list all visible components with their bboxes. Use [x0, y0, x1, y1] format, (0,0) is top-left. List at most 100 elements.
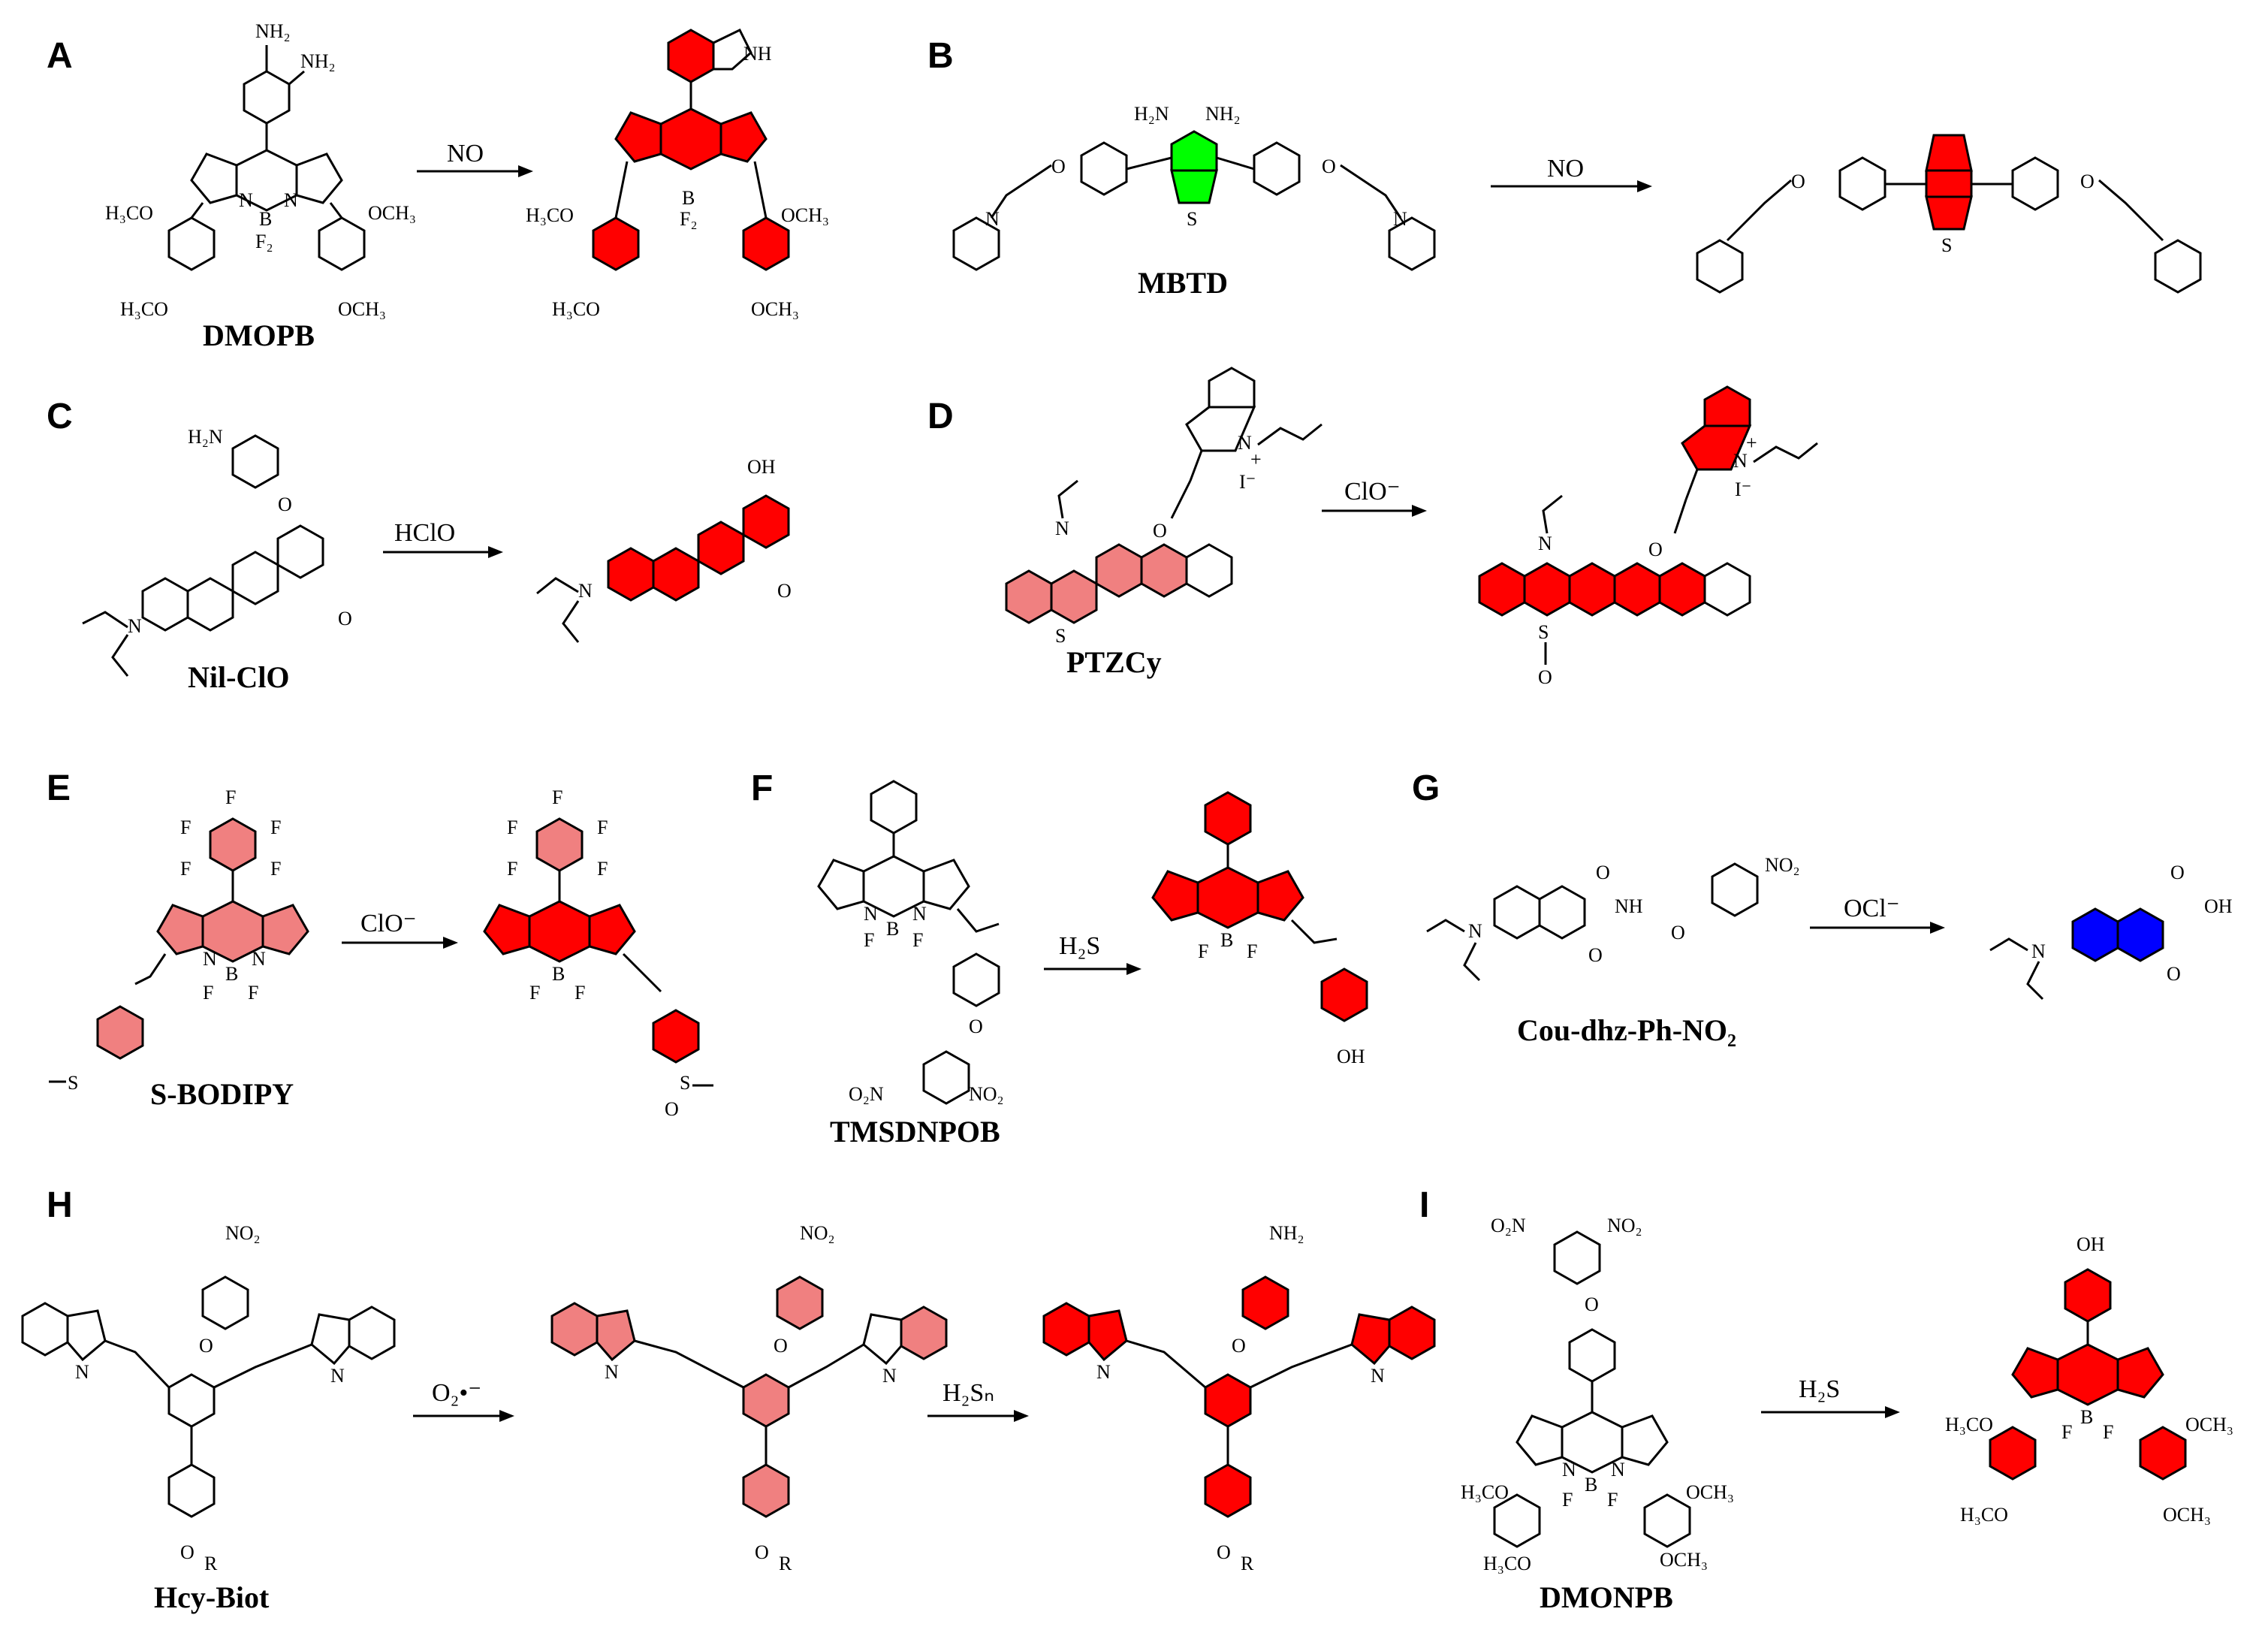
- reagent-label-c: HClO: [394, 519, 455, 547]
- panel-d: D N + I⁻ N O S PTZCy ClO⁻ N: [927, 367, 1818, 688]
- panel-letter-e: E: [47, 768, 71, 808]
- f-label: F: [529, 982, 540, 1004]
- no2-label: NO₂: [1607, 1215, 1642, 1236]
- pyrrole-right: [295, 152, 343, 204]
- arrowhead: [1930, 922, 1945, 934]
- panel-a: A NH₂ NH₂ N N B F₂ H₃CO H₃CO OCH₃ OCH₃ D…: [47, 20, 829, 352]
- phenothiazine-ring-1: [1005, 569, 1053, 624]
- o-label: O: [338, 608, 352, 629]
- och3-label: OCH₃: [1686, 1481, 1734, 1503]
- och3-label: OCH₃: [751, 298, 799, 320]
- s-label: S: [68, 1072, 78, 1094]
- phenyl-left: [1838, 156, 1886, 211]
- phenyl-right: [1253, 141, 1301, 196]
- panel-c: C H₂N O O N Nil-ClO HClO OH O N: [47, 397, 792, 694]
- f-label: F: [1562, 1489, 1573, 1511]
- f-label: F: [597, 817, 608, 838]
- tmsdnpob-product-structure: B F F OH: [1151, 791, 1368, 1067]
- n-label: N: [2031, 940, 2046, 962]
- nh2-label: NH₂: [300, 50, 336, 72]
- f-label: F: [180, 817, 191, 838]
- phenol-ether-ring: [167, 1463, 216, 1518]
- diaminophenyl-ring: [243, 70, 291, 125]
- oxazine-ring: [652, 547, 700, 602]
- s-bodipy-product-structure: F F F F F B F F S O: [483, 786, 713, 1120]
- triazole-ring: [1925, 134, 1973, 172]
- n-label: N: [239, 189, 253, 211]
- reagent-label-i: H₂S: [1799, 1375, 1840, 1403]
- phenoxy-ring: [1568, 1328, 1616, 1383]
- aminophenyl-ring: [1241, 1275, 1289, 1330]
- reagent-label-h2: H₂Sₙ: [942, 1379, 994, 1407]
- pyrrole-right: [922, 859, 970, 910]
- aminophenyl-ring: [231, 434, 279, 489]
- morpholine-right: [2154, 239, 2202, 294]
- o-label: O: [1791, 171, 1805, 192]
- nh2-label: NH₂: [1205, 103, 1241, 125]
- no2-label: NO₂: [800, 1222, 835, 1244]
- coumarin-benzo-ring: [1493, 885, 1541, 940]
- phenol-ring: [1320, 967, 1368, 1022]
- s-label: S: [1941, 234, 1952, 256]
- f-label: F: [2103, 1421, 2113, 1443]
- indoline-right-benzo: [348, 1306, 396, 1360]
- indoline-left-pyrrole: [66, 1309, 107, 1362]
- panel-f: F N N B F F O O₂N NO₂ TMSDNPOB H₂S: [751, 768, 1368, 1149]
- hcy-biot-structure: NO₂ O N N O R: [21, 1222, 396, 1574]
- naphtho-ring-mid: [231, 551, 279, 605]
- panel-letter-b: B: [927, 36, 954, 76]
- n-label: N: [864, 903, 878, 925]
- pyrrole-right: [1621, 1414, 1669, 1466]
- compound-name-tmsdnpob: TMSDNPOB: [830, 1115, 1000, 1149]
- n-label: N: [1371, 1365, 1385, 1387]
- o-label: O: [969, 1016, 983, 1037]
- phenol-ring: [2064, 1268, 2112, 1323]
- r-label: R: [204, 1553, 218, 1574]
- o-label: O: [1538, 666, 1552, 688]
- benzo-ring-left: [607, 547, 655, 602]
- indole-pyrrole-ring: [1185, 406, 1256, 452]
- panel-i: I O₂N NO₂ O N N B F F H₃CO H₃CO OCH₃ OCH…: [1419, 1185, 2233, 1614]
- n-label: N: [1055, 518, 1069, 539]
- ptzcy-product-structure: N + I⁻ N O S O: [1478, 385, 1818, 688]
- dimethoxyphenyl-right: [2139, 1426, 2187, 1481]
- dimethoxyphenyl-right: [318, 216, 366, 271]
- sulfoxide-phenyl-ring: [652, 1009, 700, 1064]
- n-label: N: [985, 208, 1000, 230]
- n-label: N: [203, 948, 217, 970]
- pyrrole-right: [1256, 870, 1304, 922]
- cyclohexene-ring: [742, 1373, 790, 1428]
- indoline-right-pyrrole: [862, 1313, 903, 1366]
- reagent-label-h1: O₂•⁻: [432, 1379, 481, 1407]
- cyclohexene-ring: [1703, 562, 1751, 617]
- morpholine-right: [1388, 216, 1436, 271]
- naphtho-ring-top: [276, 524, 324, 579]
- f-label: F: [270, 817, 281, 838]
- dimethoxyphenyl-left: [167, 216, 216, 271]
- oxazine-ring: [186, 577, 234, 632]
- panel-letter-a: A: [47, 36, 73, 76]
- pyrrole-left: [614, 111, 662, 163]
- nh-label: NH: [743, 43, 772, 65]
- o-label: O: [2167, 963, 2181, 985]
- pentafluorophenyl-ring: [209, 817, 257, 872]
- panel-letter-c: C: [47, 397, 73, 436]
- compound-name-hcy-biot: Hcy-Biot: [154, 1580, 270, 1614]
- h3co-label: H₃CO: [105, 202, 153, 224]
- panel-letter-i: I: [1419, 1185, 1429, 1225]
- no2-label: NO₂: [1765, 854, 1800, 876]
- nitrophenyl-ring: [776, 1275, 824, 1330]
- r-label: R: [779, 1553, 792, 1574]
- phenyl-left: [1080, 141, 1128, 196]
- panel-letter-h: H: [47, 1185, 73, 1225]
- pyrrole-left: [817, 859, 865, 910]
- cou-dhz-product-structure: N O OH O: [1989, 862, 2233, 1001]
- panel-h: H NO₂ O N N O R Hcy-Biot O₂•⁻ NO₂ O: [21, 1185, 1436, 1614]
- n-label: N: [1733, 450, 1748, 472]
- mbtd-structure: H₂N NH₂ S O O N N: [952, 103, 1436, 271]
- f-label: F: [552, 786, 562, 808]
- triazole-ring: [712, 29, 752, 71]
- iodide-label: I⁻: [1735, 478, 1751, 500]
- dimethoxyphenyl-left: [1493, 1493, 1541, 1548]
- compound-name-dmopb: DMOPB: [203, 318, 315, 352]
